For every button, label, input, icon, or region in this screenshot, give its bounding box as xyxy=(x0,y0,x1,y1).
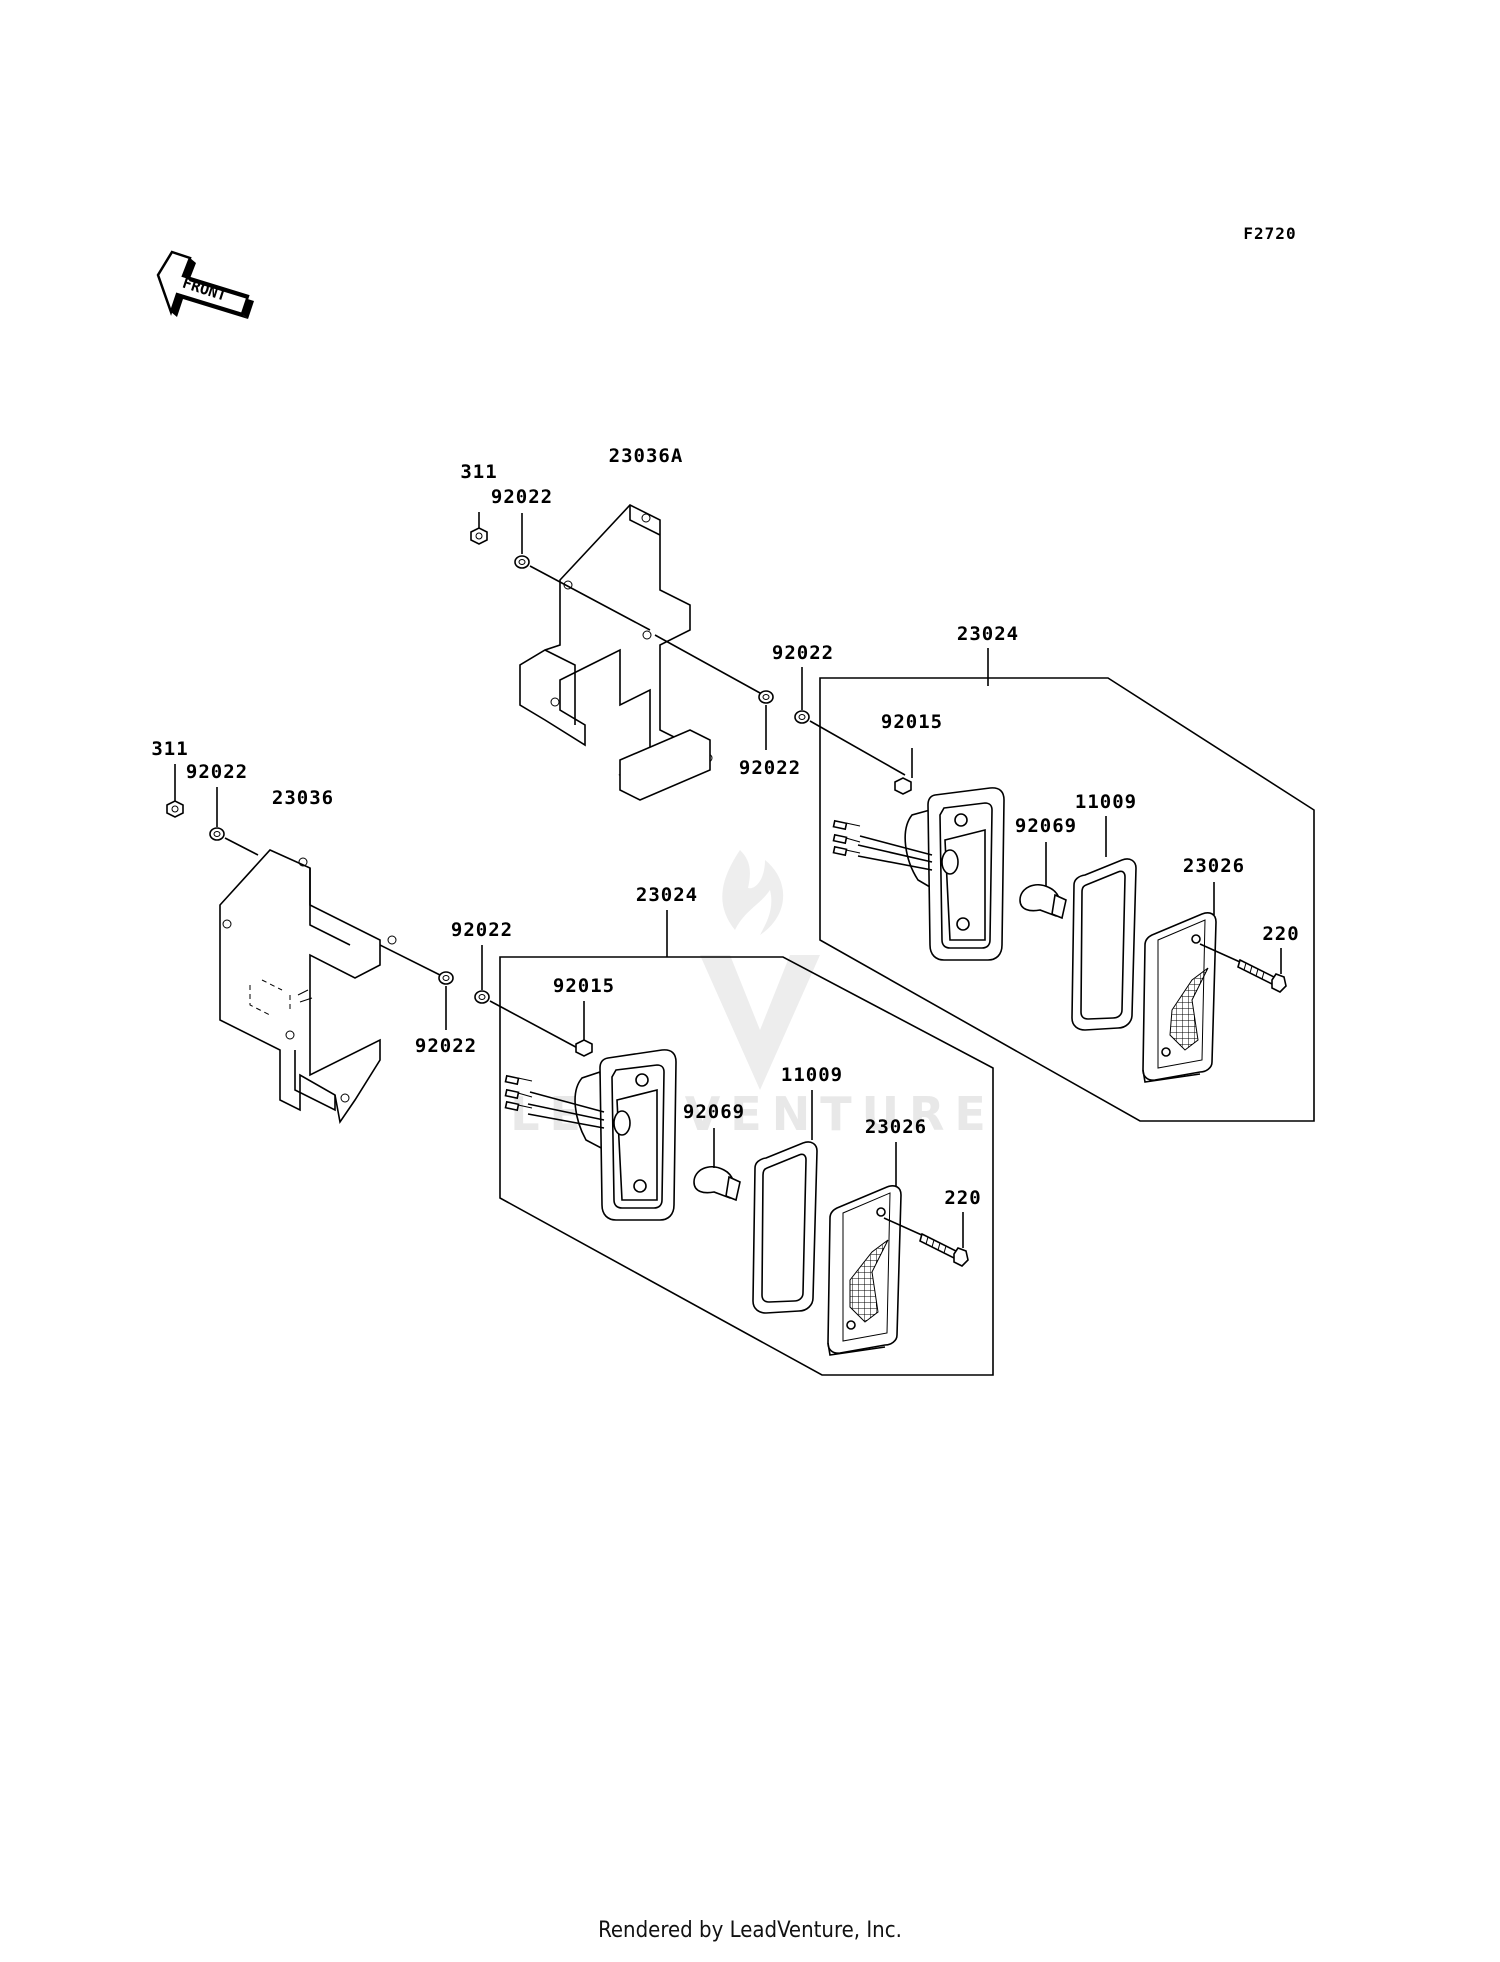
lower-label-screw: 220 xyxy=(944,1187,981,1209)
upper-washer-mid-b xyxy=(794,710,810,724)
lower-bulb xyxy=(693,1166,741,1202)
front-arrow-icon: FRONT xyxy=(156,250,254,319)
lower-nut-92015 xyxy=(575,1039,593,1057)
lower-label-gasket: 11009 xyxy=(781,1064,843,1086)
lower-screw xyxy=(919,1232,969,1267)
lower-label-lamp-assembly: 23024 xyxy=(636,884,698,906)
diagram-code: F2720 xyxy=(1243,224,1296,243)
upper-assembly: 311 92022 23036A 92022 92022 23024 92015… xyxy=(460,445,1315,1122)
upper-assembly-frame xyxy=(819,677,1315,1122)
lower-lamp-housing xyxy=(504,1049,677,1221)
upper-gasket xyxy=(1071,858,1137,1031)
lower-label-bulb: 92069 xyxy=(683,1101,745,1123)
lower-label-washer-mid-b: 92022 xyxy=(451,919,513,941)
upper-label-lens: 23026 xyxy=(1183,855,1245,877)
lower-nut-311 xyxy=(166,800,184,818)
upper-lens xyxy=(1142,912,1217,1083)
upper-label-nut-lamp: 92015 xyxy=(881,711,943,733)
upper-washer-mid-a xyxy=(758,690,774,704)
upper-label-screw: 220 xyxy=(1262,923,1299,945)
lower-bracket-23036 xyxy=(219,849,397,1125)
upper-label-washer-mid-b: 92022 xyxy=(772,642,834,664)
upper-screw xyxy=(1237,958,1287,993)
upper-label-bracket: 23036A xyxy=(609,445,684,467)
lower-washer-mid-a xyxy=(438,971,454,985)
upper-lamp-housing xyxy=(832,787,1005,961)
upper-label-gasket: 11009 xyxy=(1075,791,1137,813)
footer-credit: Rendered by LeadVenture, Inc. xyxy=(598,1918,902,1943)
lower-assembly: 311 92022 23036 92022 92022 23024 92015 … xyxy=(151,738,994,1376)
lower-washer-mid-b xyxy=(474,990,490,1004)
upper-nut-92015 xyxy=(894,777,912,795)
lower-label-washer-top: 92022 xyxy=(186,761,248,783)
upper-label-washer-mid-a: 92022 xyxy=(739,757,801,779)
lower-label-bracket: 23036 xyxy=(272,787,334,809)
upper-bracket-23036A xyxy=(519,504,713,801)
upper-washer-top xyxy=(514,555,530,569)
upper-nut-311 xyxy=(470,527,488,545)
lower-label-nut: 311 xyxy=(151,738,188,760)
lower-gasket xyxy=(752,1141,818,1314)
lower-washer-top xyxy=(209,827,225,841)
lower-lens xyxy=(827,1185,902,1356)
lower-label-nut-lamp: 92015 xyxy=(553,975,615,997)
upper-label-washer-top: 92022 xyxy=(491,486,553,508)
upper-bulb xyxy=(1019,884,1067,920)
lower-label-lens: 23026 xyxy=(865,1116,927,1138)
upper-label-lamp-assembly: 23024 xyxy=(957,623,1019,645)
lower-label-washer-mid-a: 92022 xyxy=(415,1035,477,1057)
upper-label-nut: 311 xyxy=(460,461,497,483)
lower-assembly-frame xyxy=(499,956,994,1376)
upper-label-bulb: 92069 xyxy=(1015,815,1077,837)
